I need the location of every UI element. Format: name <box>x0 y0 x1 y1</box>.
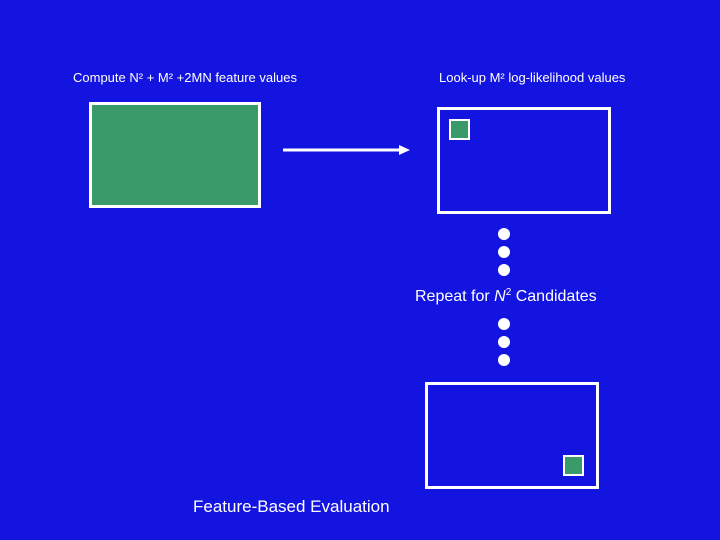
last-candidate-marker <box>563 455 584 476</box>
repeat-prefix: Repeat for <box>415 288 495 305</box>
ellipsis-dot <box>498 318 510 330</box>
right-arrow-icon <box>283 145 410 155</box>
repeat-variable: N <box>494 288 506 305</box>
repeat-candidates-label: Repeat for N2 Candidates <box>415 287 597 306</box>
ellipsis-dot <box>498 354 510 366</box>
first-candidate-box <box>437 107 611 214</box>
ellipsis-dot <box>498 336 510 348</box>
compute-features-label: Compute N² + M² +2MN feature values <box>73 70 297 85</box>
repeat-exponent: 2 <box>505 287 512 298</box>
repeat-suffix: Candidates <box>511 288 597 305</box>
feature-based-evaluation-label: Feature-Based Evaluation <box>193 497 390 516</box>
last-candidate-box <box>425 382 599 489</box>
feature-values-box <box>89 102 261 208</box>
first-candidate-marker <box>449 119 470 140</box>
ellipsis-dot <box>498 246 510 258</box>
lookup-likelihood-label: Look-up M² log-likelihood values <box>439 70 626 85</box>
ellipsis-dot <box>498 264 510 276</box>
ellipsis-dot <box>498 228 510 240</box>
